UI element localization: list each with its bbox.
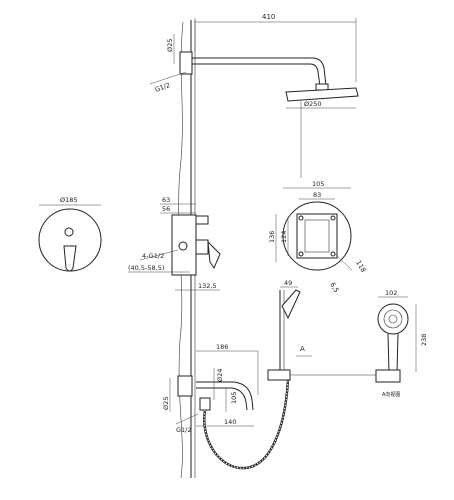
dim-valve-range: (40,5-58,5) bbox=[128, 264, 164, 272]
dim-plate-dia: Ø185 bbox=[60, 196, 78, 204]
shower-hose bbox=[203, 379, 290, 470]
dim-body-124: 124 bbox=[280, 231, 288, 243]
shower-head-neck bbox=[315, 83, 329, 91]
dim-spout-dia: Ø24 bbox=[216, 369, 224, 382]
section-mark: A bbox=[300, 345, 305, 353]
valve-top-port bbox=[195, 215, 209, 225]
dim-spout-186: 186 bbox=[216, 343, 228, 351]
dim-spout-thread: G1/2 bbox=[176, 426, 192, 434]
valve-port bbox=[178, 241, 188, 251]
shower-arm bbox=[192, 57, 327, 87]
dim-hand-238: 238 bbox=[420, 334, 428, 346]
dim-head-dia: Ø250 bbox=[304, 100, 322, 108]
plate-lever bbox=[63, 245, 77, 272]
valve-box-circle bbox=[282, 201, 352, 271]
spout-wall-flange bbox=[177, 375, 193, 397]
dim-body-65: 6,5 bbox=[328, 281, 340, 294]
dim-valve-thread: 4-G1/2 bbox=[142, 252, 164, 260]
dim-body-83: 83 bbox=[313, 191, 321, 199]
view-a-label: A向视图 bbox=[382, 391, 400, 398]
dim-arm-tube: Ø25 bbox=[166, 39, 174, 52]
dim-arm-thread: G1/2 bbox=[154, 81, 171, 94]
valve-box-square bbox=[296, 213, 338, 259]
dim-arm-length: 410 bbox=[262, 13, 275, 21]
dim-valve-56: 56 bbox=[162, 205, 170, 213]
rail-bracket bbox=[267, 369, 291, 381]
dim-body-118: 118 bbox=[354, 259, 367, 274]
dim-spout-105: 105 bbox=[230, 392, 238, 404]
dim-spout-140: 140 bbox=[224, 418, 236, 426]
hand-shower-side bbox=[281, 289, 301, 320]
dim-valve-63: 63 bbox=[162, 196, 170, 204]
arm-wall-flange bbox=[179, 51, 193, 75]
dim-hand-102: 102 bbox=[385, 289, 397, 297]
dim-spout-tube: Ø25 bbox=[162, 397, 170, 410]
valve-body bbox=[171, 214, 197, 276]
dim-handle-49: 49 bbox=[284, 279, 292, 287]
hand-shower-face bbox=[377, 303, 409, 335]
hand-shower-handle bbox=[387, 333, 399, 373]
dim-body-105: 105 bbox=[312, 180, 324, 188]
dim-valve-depth: 132,5 bbox=[198, 282, 217, 290]
valve-box-inner bbox=[304, 219, 330, 253]
dim-body-136: 136 bbox=[268, 231, 276, 243]
plate-knob bbox=[64, 227, 74, 237]
valve-cap bbox=[195, 239, 209, 255]
diverter bbox=[199, 397, 211, 411]
hand-bracket bbox=[375, 369, 401, 383]
spout bbox=[196, 381, 254, 411]
shower-head bbox=[285, 87, 359, 102]
valve-lever bbox=[207, 240, 221, 270]
